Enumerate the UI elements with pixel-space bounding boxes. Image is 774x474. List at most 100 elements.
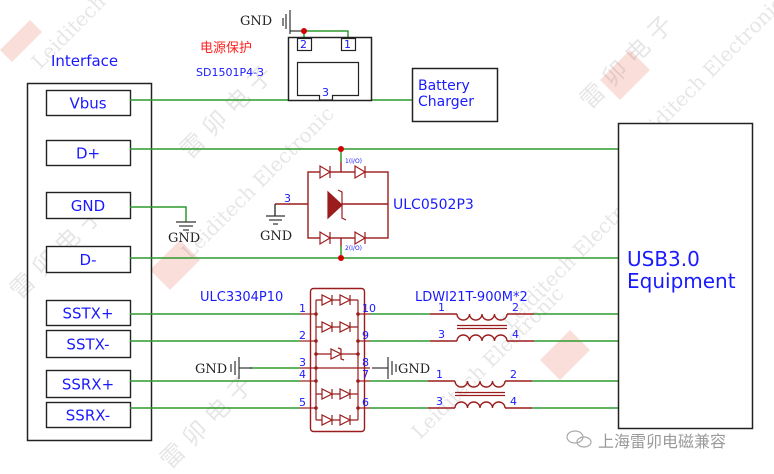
watermark-chars: 雷 卯 电 子 [154, 370, 258, 474]
ulc3304p10-part: ULC3304P10 [200, 290, 283, 305]
interface-block [26, 82, 153, 442]
junction-dot [338, 146, 344, 152]
pin-box [45, 369, 132, 399]
power-protection-title: 电源保护 [200, 41, 252, 56]
junction-dot [314, 352, 318, 356]
power-protection-part: SD1501P4-3 [196, 66, 264, 79]
choke-pin: 1 [438, 301, 445, 314]
pin-label: SSRX+ [62, 376, 114, 394]
battery-charger-line2: Charger [418, 94, 474, 110]
interface-pin-sstxn: SSTX- [45, 329, 132, 359]
sd1501-pin1-box [340, 37, 357, 52]
ulc3304p10-gnd-left-label: GND [195, 362, 227, 377]
choke-part: LDWI21T-900M*2 [415, 290, 528, 305]
ulc3304p10-pins: 1 2 34 5 10 9 87 6 [299, 302, 376, 409]
choke-pin: 3 [436, 395, 443, 408]
pin-label: Vbus [69, 95, 106, 113]
interface-title: Interface [51, 52, 118, 70]
ulc3304p10-diodes [300, 294, 370, 426]
interface-pin-vbus: Vbus [45, 89, 132, 117]
usb3-equipment-line1: USB3.0 [627, 247, 700, 271]
choke-pin: 3 [438, 328, 445, 341]
choke-2: 1 2 3 4 [428, 368, 532, 409]
coil-icon [456, 313, 508, 321]
coil-icon [454, 401, 506, 409]
coil-icon [456, 334, 508, 342]
ulc3304p10-left-pin: 4 [299, 368, 306, 381]
ulc0502p3-gnd-label: GND [260, 229, 292, 244]
ulc3304p10-right-pin: 8 [362, 356, 369, 369]
interface-pin-gnd: GND [45, 191, 132, 220]
ulc0502p3-symbol [274, 162, 389, 246]
junction-dot [356, 352, 360, 356]
choke-pin: 1 [436, 368, 443, 381]
junction-dot [338, 255, 344, 261]
pin-label: D+ [76, 145, 100, 163]
sd1501-pin2: 2 [300, 38, 307, 51]
coil-icon [454, 380, 506, 388]
ulc0502p3-part: ULC0502P3 [393, 197, 474, 213]
gnd-symbol-left [230, 357, 252, 379]
battery-charger-line1: Battery [418, 78, 470, 94]
diode-icon [339, 321, 352, 333]
gnd-symbol [176, 221, 196, 231]
pin-box [45, 139, 132, 167]
tvs-diode-icon [330, 348, 343, 360]
pin-label: SSTX+ [62, 305, 113, 323]
ulc0502p3-diodes [319, 164, 367, 246]
diode-icon [321, 294, 334, 306]
diode-icon [321, 321, 334, 333]
ulc3304p10-gnd-right-label: GND [398, 362, 430, 377]
ulc3304p10-right-pin: 7 [362, 368, 369, 381]
pin-box [45, 329, 132, 359]
ulc0502p3-pin2: 2(I/O) [345, 245, 362, 252]
ulc3304p10-right-pin: 9 [362, 329, 369, 342]
sd1501-pin2-box [296, 37, 313, 52]
pin-box [45, 191, 132, 220]
diode-icon [321, 414, 334, 426]
wires [130, 30, 618, 409]
junction-dot [314, 406, 318, 410]
pin-box [45, 299, 132, 327]
interface-pin-ssrxp: SSRX+ [45, 369, 132, 399]
gnd-label: GND [168, 231, 200, 246]
junction-dot [314, 312, 318, 316]
junction-dot [301, 28, 307, 34]
ulc3304p10-left-pin: 5 [299, 396, 306, 409]
footer-account: 上海雷卯电磁兼容 [598, 432, 726, 451]
usb3-equipment-block [617, 122, 754, 430]
ulc3304p10-left-pin: 3 [299, 356, 306, 369]
ulc0502p3-pin3: 3 [284, 192, 291, 205]
sd1501-pin3: 3 [322, 86, 329, 99]
junction-dot [314, 366, 318, 370]
pin-label: SSRX- [66, 407, 110, 425]
interface-pin-dminus: D- [45, 245, 132, 274]
ulc3304p10-right-pin: 10 [362, 302, 376, 315]
wire-gnd [130, 206, 187, 222]
ulc3304p10-left-pin: 2 [299, 329, 306, 342]
junction-dot [356, 339, 360, 343]
choke-pin: 4 [510, 395, 517, 408]
pin-box [45, 401, 132, 429]
choke-pin: 4 [512, 328, 519, 341]
pin-label: D- [80, 251, 97, 269]
ulc3304p10-right-pin: 6 [362, 396, 369, 409]
diode-icon [339, 294, 352, 306]
wechat-icon [566, 430, 592, 448]
pin-label: SSTX- [66, 336, 109, 354]
junction-dot [356, 406, 360, 410]
interface-pin-sstxp: SSTX+ [45, 299, 132, 327]
junction-dot [314, 379, 318, 383]
junction-dot [356, 312, 360, 316]
interface-pin-ssrxn: SSRX- [45, 401, 132, 429]
ulc3304p10-body [309, 287, 366, 433]
choke-pin: 2 [510, 368, 517, 381]
junction-dot [314, 339, 318, 343]
gnd-symbol [266, 215, 285, 225]
ulc3304p10-left-pin: 1 [299, 302, 306, 315]
pin-label: GND [71, 197, 105, 215]
diode-icon [339, 388, 352, 400]
diode-icon [339, 414, 352, 426]
